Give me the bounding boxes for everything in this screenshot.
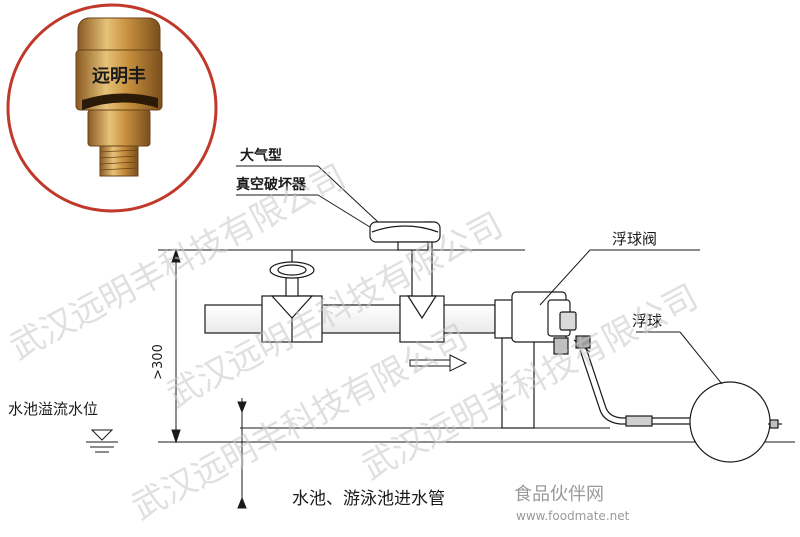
float-ball-label: 浮球 xyxy=(632,312,662,330)
site-watermark-url: www.foodmate.net xyxy=(516,509,630,523)
float-ball-callout xyxy=(636,331,723,385)
watermarks: 武汉远明丰科技有限公司 武汉远明丰科技有限公司 武汉远明丰科技有限公司 武汉远明… xyxy=(3,157,704,528)
float-valve xyxy=(511,291,591,355)
vacuum-breaker-photo: 远明丰 xyxy=(75,17,163,177)
overflow-level-label: 水池溢流水位 xyxy=(8,400,98,418)
vacuum-breaker-label-2: 真空破坏器 xyxy=(236,176,307,193)
site-watermark-name: 食品伙伴网 xyxy=(514,484,604,505)
float-arm xyxy=(579,347,700,427)
vacuum-breaker-callout xyxy=(236,165,379,233)
vacuum-breaker-label-1: 大气型 xyxy=(240,147,282,164)
riser-pipe xyxy=(369,221,441,297)
dimension-marker xyxy=(171,248,247,509)
dimension-label: >300 xyxy=(151,344,166,380)
float-ball xyxy=(689,381,782,463)
float-valve-callout xyxy=(539,249,700,306)
water-level-symbol xyxy=(86,429,118,453)
inlet-pipe-label: 水池、游泳池进水管 xyxy=(292,489,445,509)
product-inset: 远明丰 xyxy=(6,3,218,213)
flow-direction-arrow xyxy=(409,354,468,372)
product-brand-text: 远明丰 xyxy=(92,65,146,87)
float-valve-label: 浮球阀 xyxy=(612,230,657,248)
pool-inlet-pipe xyxy=(494,299,535,429)
